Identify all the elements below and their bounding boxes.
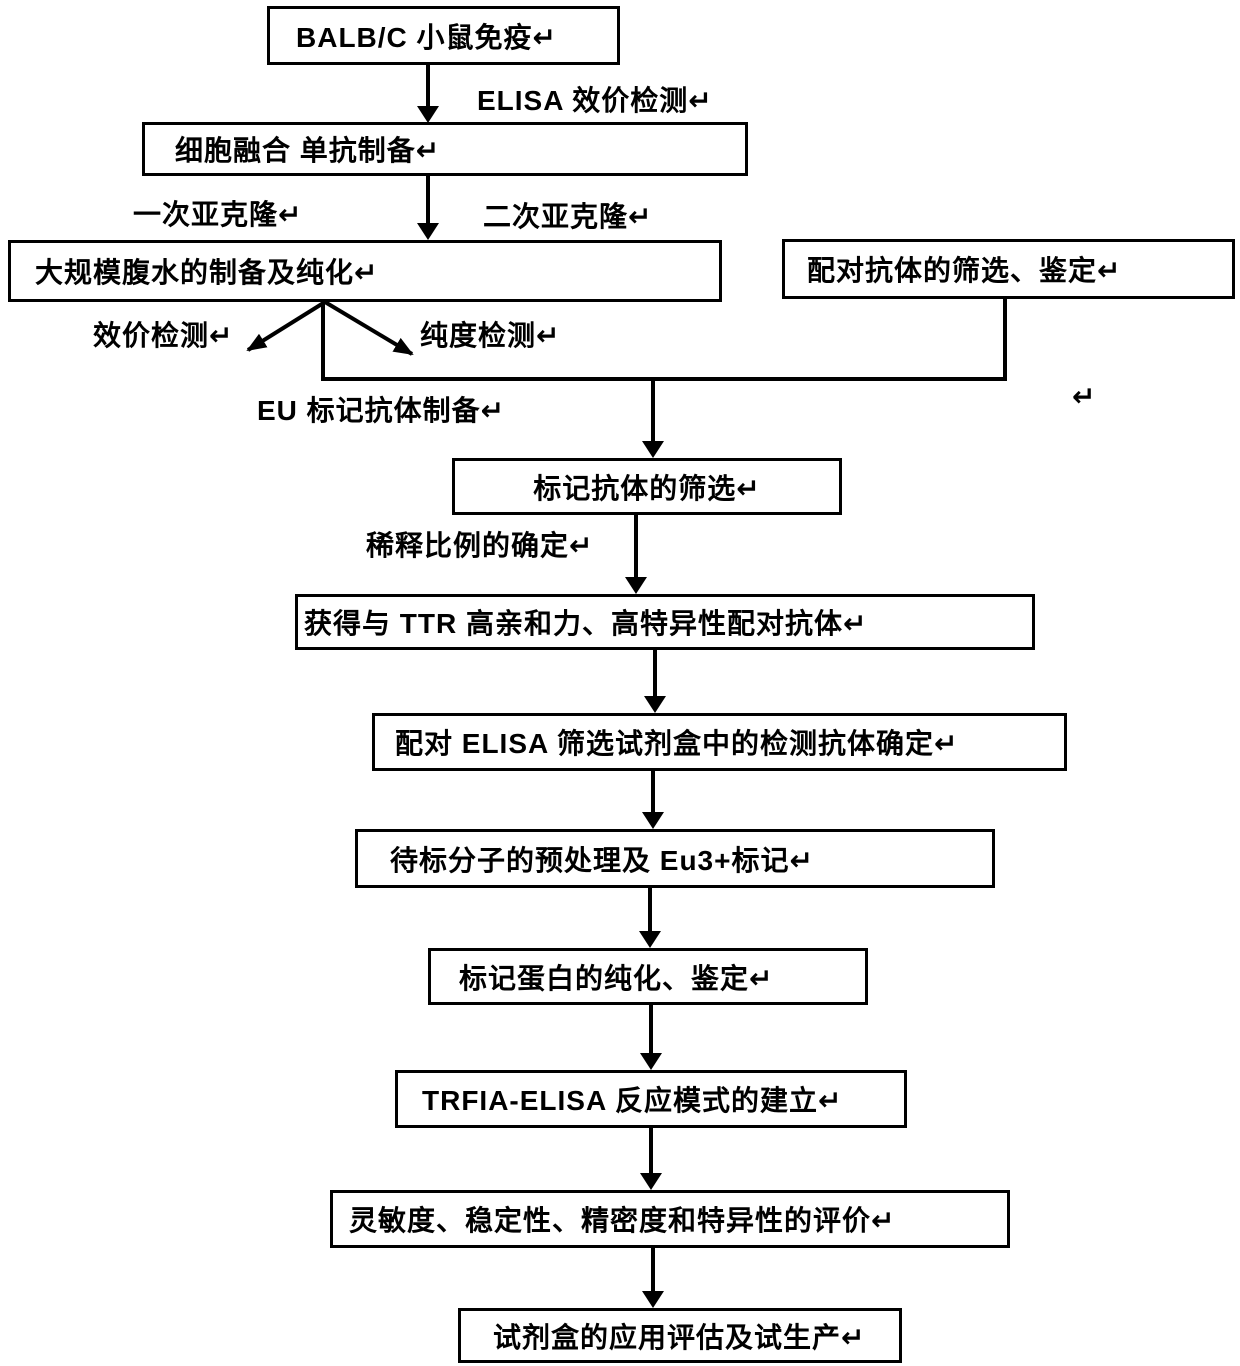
connector-line xyxy=(634,515,638,579)
flow-step-label: BALB/C 小鼠免疫↵ xyxy=(296,21,558,53)
flow-step-label: 待标分子的预处理及 Eu3+标记↵ xyxy=(390,844,814,876)
flow-step-label: TRFIA-ELISA 反应模式的建立↵ xyxy=(422,1085,843,1116)
arrowhead-down-icon xyxy=(417,223,439,240)
flow-step-balbc-immunization: BALB/C 小鼠免疫↵ xyxy=(267,6,620,65)
flow-step-labeled-screening: 标记抗体的筛选↵ xyxy=(452,458,842,515)
flow-step-paired-antibody: 配对抗体的筛选、鉴定↵ xyxy=(782,239,1235,299)
arrowhead-down-icon xyxy=(417,106,439,123)
edge-label-eu-antibody: EU 标记抗体制备↵ xyxy=(257,395,506,426)
flow-step-protein-purification: 标记蛋白的纯化、鉴定↵ xyxy=(428,948,868,1005)
connector-line xyxy=(648,886,652,932)
connector-line xyxy=(649,1003,653,1054)
edge-label-titer-check: 效价检测↵ xyxy=(93,320,234,351)
flow-step-ascites-purification: 大规模腹水的制备及纯化↵ xyxy=(8,240,722,302)
connector-line xyxy=(651,769,655,814)
arrowhead-down-icon xyxy=(642,812,664,829)
flow-step-label: 标记抗体的筛选↵ xyxy=(533,472,761,504)
flow-step-label: 标记蛋白的纯化、鉴定↵ xyxy=(459,962,774,994)
arrowhead-down-icon xyxy=(640,1053,662,1070)
flow-step-trfia-elisa-mode: TRFIA-ELISA 反应模式的建立↵ xyxy=(395,1070,907,1128)
arrowhead-down-icon xyxy=(642,1291,664,1308)
flow-step-label: 获得与 TTR 高亲和力、高特异性配对抗体↵ xyxy=(304,608,868,639)
flow-step-label: 大规模腹水的制备及纯化↵ xyxy=(35,257,379,288)
arrowhead-down-icon xyxy=(642,441,664,458)
flow-step-obtain-paired: 获得与 TTR 高亲和力、高特异性配对抗体↵ xyxy=(295,594,1035,650)
arrowhead-down-icon xyxy=(625,577,647,594)
diagonal-arrows xyxy=(246,300,414,356)
flow-step-trial-production: 试剂盒的应用评估及试生产↵ xyxy=(458,1308,902,1363)
connector-line xyxy=(653,648,657,697)
flow-step-label: 细胞融合 单抗制备↵ xyxy=(175,135,441,166)
arrowhead-down-icon xyxy=(644,696,666,713)
arrowhead-down-icon xyxy=(639,931,661,948)
edge-label-return-mark: ↵ xyxy=(1072,381,1097,412)
edge-label-subclone-2: 二次亚克隆↵ xyxy=(483,201,653,232)
arrowhead-down-icon xyxy=(640,1173,662,1190)
connector-line xyxy=(321,377,1007,381)
flow-step-label: 试剂盒的应用评估及试生产↵ xyxy=(493,1321,866,1353)
connector-line xyxy=(426,176,430,224)
edge-label-purity-check: 纯度检测↵ xyxy=(420,320,561,351)
edge-label-subclone-1: 一次亚克隆↵ xyxy=(133,199,303,230)
connector-line xyxy=(649,1126,653,1174)
flow-step-performance-eval: 灵敏度、稳定性、精密度和特异性的评价↵ xyxy=(330,1190,1010,1248)
flow-step-label: 配对抗体的筛选、鉴定↵ xyxy=(807,255,1122,286)
edge-label-elisa-titer: ELISA 效价检测↵ xyxy=(477,85,713,116)
flow-step-elisa-kit-antibody: 配对 ELISA 筛选试剂盒中的检测抗体确定↵ xyxy=(372,713,1067,771)
edge-label-dilution-ratio: 稀释比例的确定↵ xyxy=(366,530,594,561)
connector-line xyxy=(426,65,430,108)
connector-line xyxy=(1003,297,1007,381)
connector-line xyxy=(321,300,325,381)
connector-line xyxy=(651,1246,655,1292)
flow-step-label: 配对 ELISA 筛选试剂盒中的检测抗体确定↵ xyxy=(395,728,959,759)
flow-step-pretreat-eu-label: 待标分子的预处理及 Eu3+标记↵ xyxy=(355,829,995,888)
flow-step-label: 灵敏度、稳定性、精密度和特异性的评价↵ xyxy=(349,1205,896,1236)
connector-line xyxy=(651,378,655,442)
flow-step-cell-fusion: 细胞融合 单抗制备↵ xyxy=(142,122,748,176)
